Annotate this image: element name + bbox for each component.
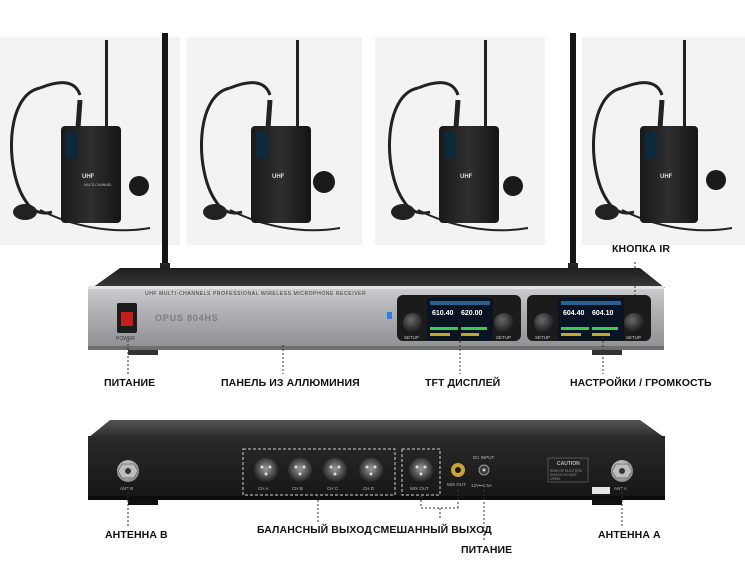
- dc-input: [478, 464, 490, 476]
- front-strip-text: UHF MULTI-CHANNELS PROFESSIONAL WIRELESS…: [145, 291, 367, 297]
- receiver-front: [88, 33, 665, 355]
- power-switch-label: POWER: [116, 336, 135, 342]
- mix-jack-out: [451, 463, 465, 477]
- knob-label-4: SETUP: [626, 335, 642, 340]
- rear-xlr-label-3: CH C: [327, 486, 338, 491]
- bodypack-set-1: UHF: [10, 40, 151, 232]
- callout-balanced-out: БАЛАНСНЫЙ ВЫХОД: [257, 524, 372, 536]
- display-1-freq-right: 620.00: [461, 310, 483, 317]
- callout-antenna-a: АНТЕННА A: [598, 529, 661, 541]
- xlr-out-4: [359, 458, 383, 482]
- rear-dc-label: DC INPUT: [473, 455, 495, 460]
- rear-mix-jack-label: MIX OUT: [447, 482, 466, 487]
- rear-xlr-label-4: CH D: [363, 486, 374, 491]
- knob-label-2: SETUP: [496, 335, 512, 340]
- ir-led: [387, 312, 392, 319]
- front-callout-lines: [127, 262, 636, 374]
- svg-text:UHF: UHF: [660, 174, 673, 180]
- bodypack-set-2: UHF: [200, 40, 341, 232]
- callout-panel: ПАНЕЛЬ ИЗ АЛЛЮМИНИЯ: [221, 377, 360, 389]
- rear-caution-body: RISK OF ELECTRIC SHOCK DO NOT OPEN: [550, 469, 583, 481]
- callout-power: ПИТАНИЕ: [104, 377, 156, 389]
- knob-label-3: SETUP: [535, 335, 551, 340]
- bodypack-set-3: UHF: [388, 40, 529, 232]
- setup-knob-4: [624, 313, 644, 333]
- bodypack-set-4: UHF: [592, 40, 733, 232]
- xlr-mix-out: [409, 458, 433, 482]
- rear-ant-b-label: ANT B: [120, 486, 134, 491]
- antenna-a-connector: [611, 460, 633, 482]
- display-module-2: [527, 295, 651, 341]
- xlr-out-3: [323, 458, 347, 482]
- bodypack-caption-1: MULTI-CHANNEL: [84, 183, 113, 187]
- rear-xlr-label-2: CH B: [292, 486, 303, 491]
- callout-ir-button: КНОПКА IR: [612, 243, 671, 255]
- svg-text:UHF: UHF: [82, 174, 95, 180]
- bodypack-set-graphics: UHF UHF UHF UHF: [10, 40, 733, 232]
- callout-power-rear: ПИТАНИЕ: [461, 544, 513, 556]
- knob-label-1: SETUP: [404, 335, 420, 340]
- svg-text:UHF: UHF: [460, 174, 473, 180]
- rear-mix-label: MIX OUT: [410, 486, 429, 491]
- callout-antenna-b: АНТЕННА B: [105, 529, 168, 541]
- callout-tft: TFT ДИСПЛЕЙ: [425, 377, 501, 389]
- setup-knob-2: [494, 313, 514, 333]
- rear-ant-a-label: ANT A: [614, 486, 627, 491]
- display-2-freq-left: 604.40: [563, 310, 585, 317]
- rear-caution-title: CAUTION: [557, 461, 580, 467]
- antenna-left: [162, 33, 168, 273]
- xlr-out-2: [288, 458, 312, 482]
- model-name: OPUS 804HS: [155, 313, 219, 323]
- display-1-freq-left: 610.40: [432, 310, 454, 317]
- caution-block: [547, 457, 589, 483]
- display-2-freq-right: 604.10: [592, 310, 614, 317]
- display-module-1: [397, 295, 521, 341]
- setup-knob-1: [403, 313, 423, 333]
- antenna-b-connector: [117, 460, 139, 482]
- setup-knob-3: [534, 313, 554, 333]
- callout-settings: НАСТРОЙКИ / ГРОМКОСТЬ: [570, 377, 712, 389]
- rear-dc-sub: 12V⎓1.5A: [471, 483, 492, 488]
- xlr-out-1: [254, 458, 278, 482]
- svg-text:UHF: UHF: [272, 174, 285, 180]
- serial-sticker: [592, 487, 610, 494]
- callout-mixed-out: СМЕШАННЫЙ ВЫХОД: [373, 524, 492, 536]
- antenna-right: [570, 33, 576, 273]
- rear-xlr-label-1: CH A: [258, 486, 269, 491]
